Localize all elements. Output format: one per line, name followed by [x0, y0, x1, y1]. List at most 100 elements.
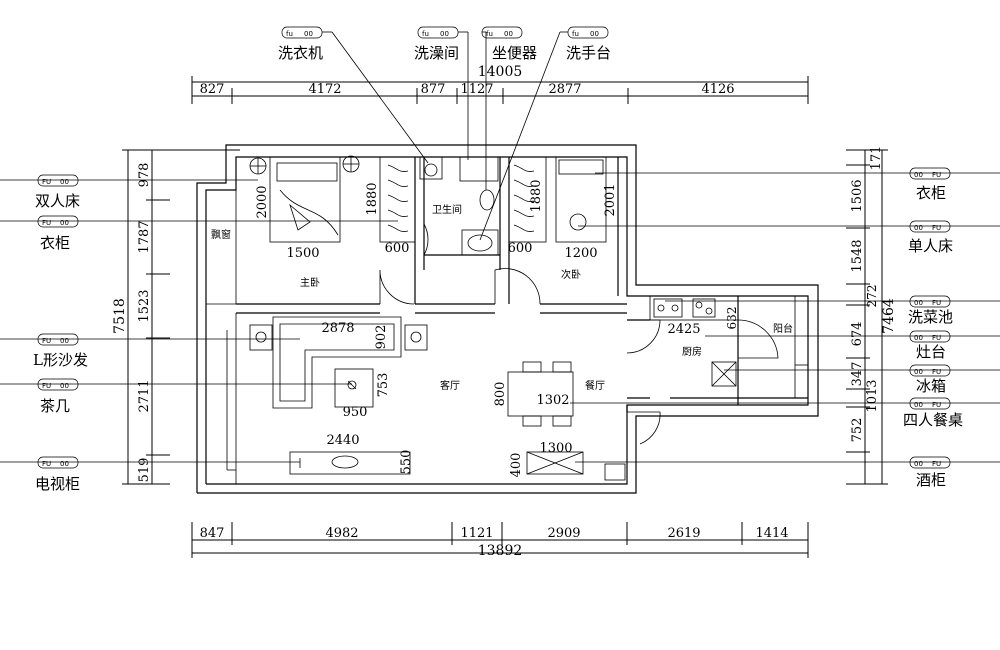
left-dim-5: 519 — [137, 458, 152, 483]
side-table — [249, 324, 273, 351]
living-room: 客厅 2878 902 753 950 2440 550 — [249, 316, 460, 474]
stove-icon — [692, 298, 716, 318]
top-dim-4: 1127 — [460, 82, 493, 97]
svg-text:FU: FU — [42, 178, 51, 186]
left-dim-4: 2711 — [137, 379, 152, 412]
top-dim-1: 827 — [200, 82, 225, 97]
svg-text:FU: FU — [932, 368, 941, 376]
shower-icon — [459, 156, 499, 182]
room-label-kitchen: 厨房 — [682, 345, 702, 358]
callout-l-sofa: L形沙发 — [33, 351, 88, 369]
dim-wine-depth: 400 — [509, 453, 524, 478]
callout-coffee-table: 茶几 — [40, 397, 70, 415]
dim-coffee-depth: 753 — [376, 373, 391, 398]
callout-sink: 洗手台 — [566, 44, 611, 62]
master-bedroom: 飘窗 主卧 2000 1500 1880 600 — [211, 155, 416, 289]
left-total-dim: 7518 — [112, 298, 128, 334]
svg-text:00: 00 — [914, 299, 923, 307]
wash-basin-icon — [653, 298, 683, 318]
dim-sofa-depth: 902 — [374, 325, 389, 350]
left-dim-1: 978 — [137, 163, 152, 188]
svg-text:FU: FU — [932, 401, 941, 409]
callout-wardrobe-right: 衣柜 — [916, 184, 946, 202]
dim-bed-height: 2000 — [255, 185, 270, 218]
svg-text:fu: fu — [572, 30, 579, 38]
single-bed — [555, 156, 607, 243]
room-label-bathroom: 卫生间 — [432, 203, 462, 216]
callout-toilet: 坐便器 — [492, 44, 537, 62]
sink-icon — [461, 229, 499, 256]
coffee-table — [334, 368, 374, 408]
callout-stove: 灶台 — [916, 343, 946, 361]
svg-text:00: 00 — [60, 178, 69, 186]
bottom-dim-3: 1121 — [460, 526, 493, 541]
side-table — [404, 324, 428, 351]
callout-single-bed: 单人床 — [908, 237, 953, 255]
top-dimension-chain: 14005 827 4172 877 1127 2877 4126 — [191, 64, 809, 104]
svg-text:fu: fu — [422, 30, 429, 38]
bottom-dim-4: 2909 — [547, 526, 580, 541]
svg-text:FU: FU — [42, 337, 51, 345]
svg-text:00: 00 — [60, 382, 69, 390]
dim-wardrobe2-depth: 600 — [508, 241, 533, 256]
right-dim-6: 347 — [850, 362, 865, 387]
washer-icon — [419, 156, 443, 180]
kitchen-counter — [649, 295, 739, 321]
svg-text:00: 00 — [914, 368, 923, 376]
svg-text:FU: FU — [932, 460, 941, 468]
svg-text:00: 00 — [60, 219, 69, 227]
left-dim-3: 1523 — [137, 289, 152, 322]
room-label-dining-room: 餐厅 — [585, 379, 605, 392]
bottom-dimension-chain: 847 4982 1121 2909 2619 1414 13892 — [191, 522, 809, 559]
svg-text:00: 00 — [914, 171, 923, 179]
dim-table-depth: 800 — [493, 382, 508, 407]
callout-washer: 洗衣机 — [278, 44, 323, 62]
toilet-icon — [479, 189, 495, 211]
svg-text:00: 00 — [914, 460, 923, 468]
dim-sofa-length: 2878 — [321, 321, 354, 336]
callout-shower: 洗澡间 — [414, 44, 459, 62]
fridge-icon — [711, 361, 737, 387]
room-label-balcony: 阳台 — [773, 322, 793, 335]
svg-text:00: 00 — [504, 30, 513, 38]
svg-text:fu: fu — [286, 30, 293, 38]
kitchen: 厨房 阳台 2425 632 — [649, 295, 793, 387]
svg-text:FU: FU — [932, 334, 941, 342]
svg-text:FU: FU — [42, 219, 51, 227]
room-label-bay-window: 飘窗 — [211, 228, 231, 241]
svg-text:00: 00 — [440, 30, 449, 38]
svg-text:00: 00 — [914, 401, 923, 409]
right-dim-4: 272 — [865, 285, 879, 308]
dim-single-bed-height: 2001 — [603, 183, 618, 216]
callout-wine-cabinet: 酒柜 — [916, 471, 946, 489]
right-dim-7: 1013 — [865, 379, 880, 412]
right-callouts: 00 FU 衣柜 00 FU 单人床 00 FU 洗菜池 00 FU 灶台 00… — [570, 167, 1000, 489]
bottom-dim-5: 2619 — [667, 526, 700, 541]
callout-fridge: 冰箱 — [916, 377, 946, 395]
svg-text:00: 00 — [914, 224, 923, 232]
callout-double-bed: 双人床 — [35, 192, 80, 210]
callout-wardrobe-left: 衣柜 — [40, 234, 70, 252]
right-dim-5: 674 — [850, 322, 865, 347]
svg-text:00: 00 — [60, 460, 69, 468]
svg-text:00: 00 — [590, 30, 599, 38]
svg-text:FU: FU — [932, 224, 941, 232]
double-bed — [269, 156, 341, 243]
right-dim-1: 171 — [869, 146, 884, 171]
room-label-master-bedroom: 主卧 — [300, 276, 320, 289]
svg-text:FU: FU — [42, 460, 51, 468]
second-bedroom: 次卧 1880 600 2001 1200 — [508, 156, 618, 281]
top-callouts: fu 00 洗衣机 fu 00 洗澡间 fu 00 坐便器 fu 00 洗手台 — [278, 26, 611, 241]
callout-dining-table: 四人餐桌 — [903, 411, 963, 429]
dim-wine-width: 1300 — [539, 441, 572, 456]
svg-text:FU: FU — [42, 382, 51, 390]
dim-coffee-width: 950 — [343, 405, 368, 420]
dim-counter-length: 2425 — [667, 322, 700, 337]
l-sofa — [272, 316, 402, 409]
wine-cabinet — [526, 451, 584, 475]
right-total-dim: 7464 — [881, 298, 897, 334]
bottom-dim-2: 4982 — [325, 526, 358, 541]
dining-area: 餐厅 1302 800 1300 400 — [493, 361, 626, 481]
wardrobe-2 — [508, 156, 547, 243]
